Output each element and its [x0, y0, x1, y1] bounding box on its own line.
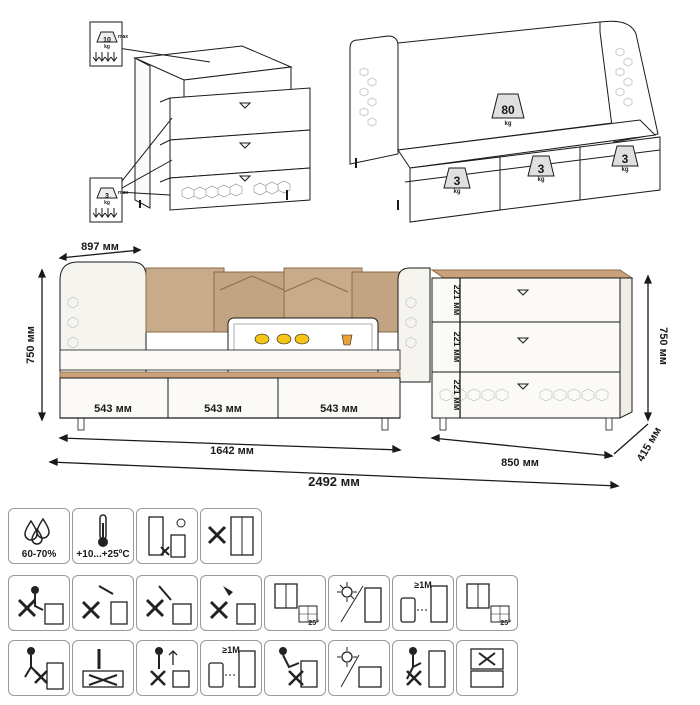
drawer-load-value: 3: [105, 193, 109, 200]
bed-right-side: [599, 20, 659, 143]
no-door-hang-icon: [136, 508, 198, 564]
no-jumping-icon: [136, 640, 198, 696]
no-climb-icon: [8, 640, 70, 696]
dresser-side: [134, 57, 151, 209]
svg-text:kg: kg: [621, 167, 628, 173]
bed-front-view: [59, 261, 431, 431]
svg-text:kg: kg: [453, 189, 460, 195]
mattress: [59, 349, 401, 371]
dim-drawer-2: 543 мм: [204, 403, 242, 415]
dim-dresser-drawer-1: 221 мм: [452, 285, 462, 316]
svg-text:3: 3: [622, 152, 629, 166]
bed-drawer-load-2: 3 kg: [527, 155, 555, 183]
no-water-icon: [200, 508, 262, 564]
temperature-value: +10...+25ºC: [76, 549, 130, 560]
max-load-top-icon: 10 kg max: [89, 21, 128, 67]
dresser-drawer-3: [169, 167, 311, 211]
temperature-icon: +10...+25ºC: [72, 508, 134, 564]
bed-side-hex: [359, 47, 633, 127]
handle-3: [238, 175, 252, 182]
tile-value-2: 25°: [500, 620, 511, 627]
handle-1: [238, 102, 252, 109]
max-load-unit: kg: [104, 44, 110, 50]
no-push-icon: [264, 640, 326, 696]
dresser-iso-drawing: [117, 45, 311, 211]
max-load-value: 10: [103, 37, 111, 44]
no-pull-over-icon: [392, 640, 454, 696]
drawer-load-unit: kg: [104, 200, 110, 206]
dim-drawer-3: 543 мм: [320, 403, 358, 415]
drawer-load-word: max: [118, 190, 128, 196]
no-sit-on-drawer-icon: [8, 575, 70, 631]
heater-distance-icon: ≥1M: [392, 575, 454, 631]
dresser-front-view: [430, 269, 634, 431]
cushion-1: [145, 267, 225, 333]
bed-drawer-load-3: 3 kg: [611, 145, 639, 173]
svg-text:3: 3: [454, 174, 461, 188]
no-sun-icon: [328, 575, 390, 631]
dim-dresser-drawer-3: 221 мм: [452, 380, 462, 411]
window-tile-icon: 25°: [264, 575, 326, 631]
handle-2: [238, 142, 252, 149]
svg-text:kg: kg: [537, 177, 544, 183]
tile-value-1: 25°: [308, 620, 319, 627]
dresser-front-drawer-3: [431, 371, 621, 419]
distance-value-2: ≥1M: [222, 645, 240, 655]
bed-load-value: 80: [501, 103, 515, 117]
humidity-icon: 60-70%: [8, 508, 70, 564]
bed-load-icon: 80 kg: [491, 93, 525, 127]
bed-footboard-right: [397, 267, 431, 383]
dresser-front-drawer-2: [431, 321, 621, 373]
bed-load-unit: kg: [504, 121, 511, 127]
no-lean-icon: [136, 575, 198, 631]
bed-front-drawer-3: [277, 377, 401, 419]
dim-drawer-1: 543 мм: [94, 403, 132, 415]
dim-total-length: 2492 мм: [308, 474, 360, 489]
no-tv-icon: [456, 640, 518, 696]
no-heavy-load-icon: [72, 640, 134, 696]
dimension-lines: [38, 245, 652, 489]
drawer-load-icon: 3 kg max: [89, 177, 128, 223]
humidity-value: 60-70%: [21, 549, 57, 560]
bed-drawer-load-1: 3 kg: [443, 167, 471, 195]
dim-dresser-drawer-2: 221 мм: [452, 332, 462, 363]
dim-dresser-width: 850 мм: [501, 457, 539, 469]
bed-wood-trim: [59, 371, 401, 379]
svg-text:3: 3: [538, 162, 545, 176]
dim-bed-length: 1642 мм: [210, 445, 254, 457]
distance-value-1: ≥1M: [414, 580, 432, 590]
no-sun-icon-2: [328, 640, 390, 696]
bee-icons: [254, 333, 353, 346]
heater-distance-icon-2: ≥1M: [200, 640, 262, 696]
bed-front-drawer-1: [59, 377, 169, 419]
honeycomb-pattern: [181, 180, 291, 200]
dresser-front-top: [430, 269, 634, 279]
bed-base: [397, 119, 657, 169]
bed-iso-drawing: [349, 20, 661, 223]
bed-left-side: [349, 35, 399, 165]
dim-bed-depth: 897 мм: [81, 241, 119, 253]
dim-bed-height: 750 мм: [25, 326, 37, 364]
no-stand-icon: [72, 575, 134, 631]
no-hammer-icon: [200, 575, 262, 631]
window-tile-icon-2: 25°: [456, 575, 518, 631]
dim-dresser-height: 750 мм: [657, 327, 669, 365]
max-load-word: max: [118, 34, 128, 40]
